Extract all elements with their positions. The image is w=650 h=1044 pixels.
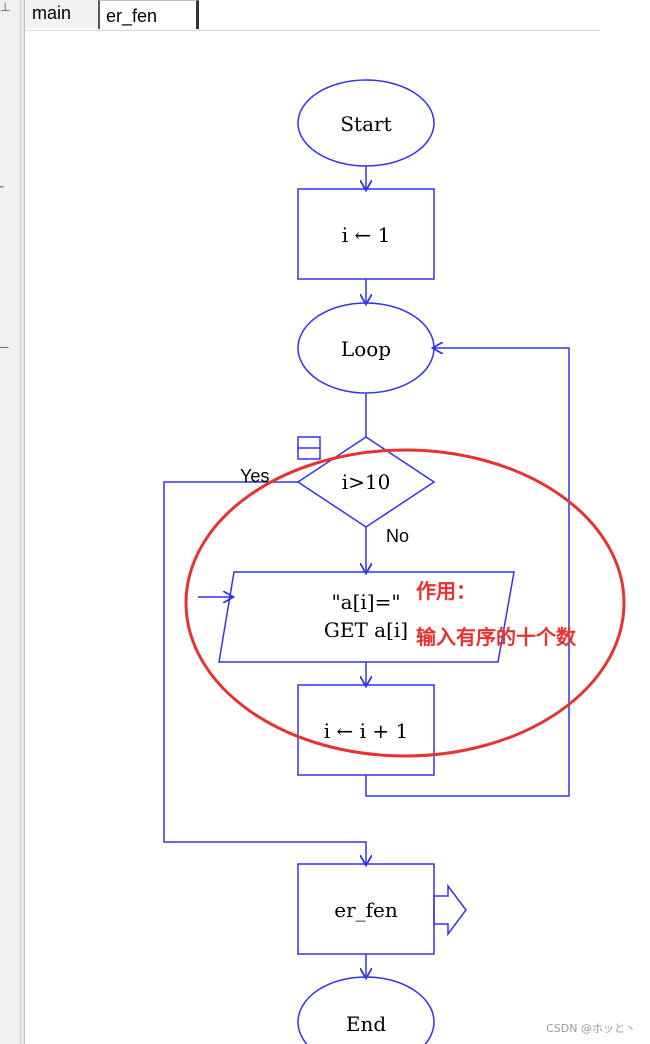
tab-main[interactable]: main xyxy=(26,0,100,28)
loop-text: Loop xyxy=(341,337,391,361)
watermark: CSDN @ホッと丶 xyxy=(546,1022,636,1035)
tab-bar: main er_fen xyxy=(26,0,600,31)
end-text: End xyxy=(346,1012,386,1036)
increment-text: i ← i + 1 xyxy=(324,719,408,743)
connector-loop-back xyxy=(365,348,570,797)
start-text: Start xyxy=(340,112,391,136)
pane-mark-top: ⊥ xyxy=(0,0,11,14)
decision-text: i>10 xyxy=(342,470,391,494)
loop-node[interactable] xyxy=(297,302,435,394)
expand-call-icon[interactable] xyxy=(433,883,467,937)
tab-er-fen[interactable]: er_fen xyxy=(98,0,199,29)
start-node[interactable] xyxy=(297,79,435,167)
pane-mark-low: ─ xyxy=(0,340,9,354)
decision-node[interactable] xyxy=(296,436,436,528)
init-node[interactable] xyxy=(297,188,435,280)
connector-yes-branch xyxy=(163,481,366,864)
io-node[interactable] xyxy=(218,571,515,663)
tab-main-label: main xyxy=(32,3,72,23)
yes-label: Yes xyxy=(240,466,269,486)
increment-node[interactable] xyxy=(297,684,435,776)
init-text: i ← 1 xyxy=(342,223,391,247)
end-node[interactable] xyxy=(297,976,435,1044)
annotation-circle xyxy=(184,448,626,758)
io-text-line2: GET a[i] xyxy=(324,618,408,642)
pane-mark-mid: ╴ xyxy=(0,180,8,194)
annotation-line2: 输入有序的十个数 xyxy=(416,625,577,649)
splitter[interactable] xyxy=(21,0,25,1044)
no-label: No xyxy=(386,526,409,546)
call-text: er_fen xyxy=(334,898,398,922)
annotation-line1: 作用： xyxy=(416,579,476,603)
left-panel: ⊥ ╴ ─ xyxy=(0,0,21,1044)
io-text-line1: "a[i]=" xyxy=(331,590,400,614)
tab-er-fen-label: er_fen xyxy=(106,6,158,26)
